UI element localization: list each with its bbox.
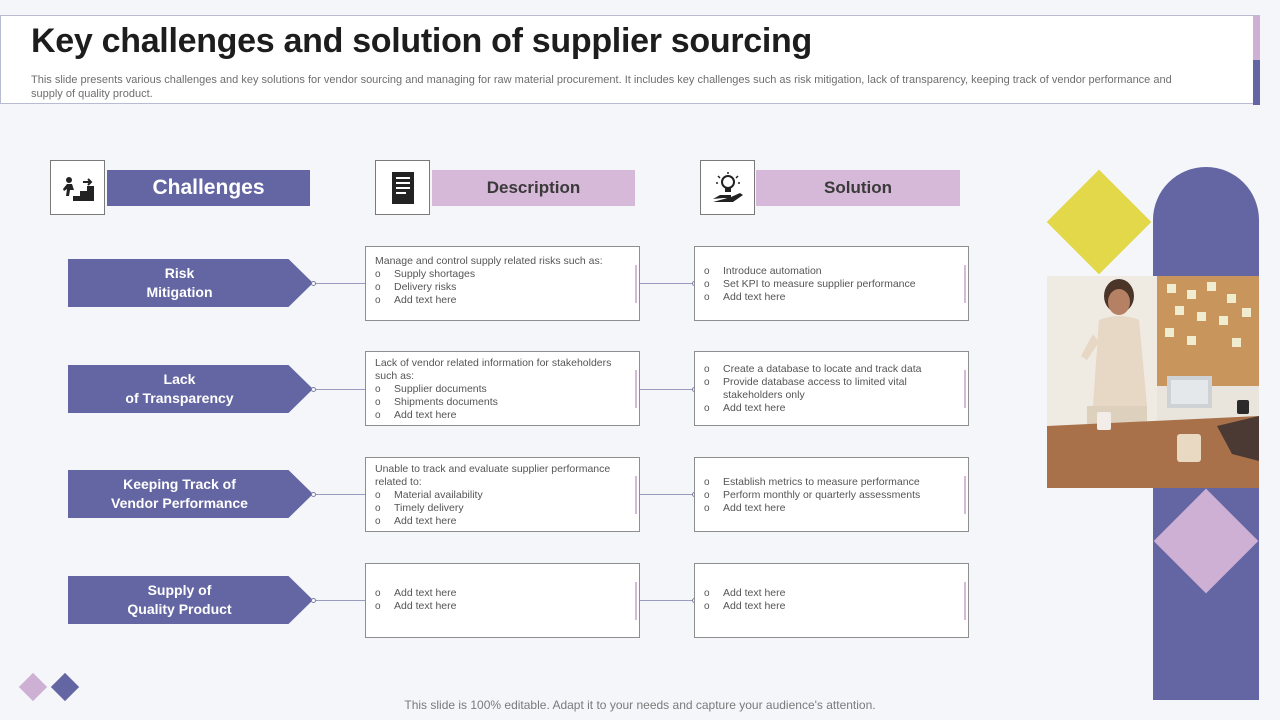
list-item: Add text here: [704, 502, 954, 515]
page-title: Key challenges and solution of supplier …: [31, 22, 812, 60]
challenge-label-line: Vendor Performance: [111, 495, 248, 511]
challenge-label-line: Mitigation: [146, 284, 213, 300]
card-accent: [635, 582, 637, 620]
card-accent: [964, 582, 966, 620]
connector-line: [313, 389, 365, 390]
solution-header: Solution: [756, 170, 960, 206]
idea-bulb-hand-icon: [700, 160, 755, 215]
description-card: Manage and control supply related risks …: [365, 246, 640, 321]
challenge-label-line: of Transparency: [125, 390, 234, 406]
connector-line: [313, 494, 365, 495]
list-item: Add text here: [375, 515, 625, 528]
list-item: Add text here: [375, 600, 625, 613]
list-item: Perform monthly or quarterly assessments: [704, 489, 954, 502]
list-item: Add text here: [375, 587, 625, 600]
decorative-diamond: [18, 672, 48, 702]
connector-line: [640, 283, 694, 284]
connector-line: [640, 600, 694, 601]
solution-card: Introduce automation Set KPI to measure …: [694, 246, 969, 321]
list-item: Material availability: [375, 489, 625, 502]
list-item: Add text here: [375, 409, 625, 422]
list-item: Introduce automation: [704, 265, 954, 278]
connector-line: [313, 283, 365, 284]
list-item: Add text here: [704, 402, 954, 415]
challenges-header: Challenges: [107, 170, 310, 206]
card-accent: [964, 476, 966, 514]
list-item: Add text here: [704, 600, 954, 613]
list-item: Create a database to locate and track da…: [704, 363, 954, 376]
solution-card: Establish metrics to measure performance…: [694, 457, 969, 532]
stairs-climb-icon: [50, 160, 105, 215]
title-header: Key challenges and solution of supplier …: [0, 15, 1260, 105]
list-item: Add text here: [375, 294, 625, 307]
list-item: Timely delivery: [375, 502, 625, 515]
challenge-label-line: Keeping Track of: [123, 476, 236, 492]
connector-dot: [311, 598, 316, 603]
description-card: Lack of vendor related information for s…: [365, 351, 640, 426]
list-item: Supplier documents: [375, 383, 625, 396]
description-intro: Unable to track and evaluate supplier pe…: [375, 463, 611, 488]
challenge-arrow: Keeping Track of Vendor Performance: [68, 470, 313, 518]
challenge-label-line: Supply of: [147, 582, 212, 598]
footer-note: This slide is 100% editable. Adapt it to…: [404, 698, 876, 712]
list-item: Provide database access to limited vital…: [704, 376, 954, 402]
list-item: Add text here: [704, 587, 954, 600]
decorative-diamond: [50, 672, 80, 702]
page-subtitle: This slide presents various challenges a…: [31, 74, 1172, 100]
challenge-arrow: Supply of Quality Product: [68, 576, 313, 624]
challenge-label-line: Lack: [163, 371, 196, 387]
connector-dot: [311, 387, 316, 392]
connector-line: [640, 494, 694, 495]
decorative-diamond: [1046, 169, 1152, 275]
list-item: Set KPI to measure supplier performance: [704, 278, 954, 291]
document-icon: [375, 160, 430, 215]
office-meeting-photo: [1047, 276, 1259, 488]
header-accent-bar: [1253, 60, 1260, 105]
description-card: Unable to track and evaluate supplier pe…: [365, 457, 640, 532]
card-accent: [635, 265, 637, 303]
decorative-arch: [1153, 167, 1259, 277]
description-intro: Manage and control supply related risks …: [375, 255, 603, 267]
challenge-label-line: Quality Product: [127, 601, 232, 617]
description-header: Description: [432, 170, 635, 206]
list-item: Establish metrics to measure performance: [704, 476, 954, 489]
challenge-label-line: Risk: [164, 265, 195, 281]
list-item: Supply shortages: [375, 268, 625, 281]
card-accent: [964, 265, 966, 303]
connector-line: [313, 600, 365, 601]
list-item: Add text here: [704, 291, 954, 304]
list-item: Delivery risks: [375, 281, 625, 294]
solution-card: Create a database to locate and track da…: [694, 351, 969, 426]
list-item: Shipments documents: [375, 396, 625, 409]
solution-card: Add text here Add text here: [694, 563, 969, 638]
description-intro: Lack of vendor related information for s…: [375, 357, 612, 382]
card-accent: [635, 370, 637, 408]
connector-dot: [311, 281, 316, 286]
challenge-arrow: Lack of Transparency: [68, 365, 313, 413]
header-accent-bar: [1253, 16, 1260, 60]
connector-line: [640, 389, 694, 390]
card-accent: [635, 476, 637, 514]
connector-dot: [311, 492, 316, 497]
description-card: Add text here Add text here: [365, 563, 640, 638]
card-accent: [964, 370, 966, 408]
